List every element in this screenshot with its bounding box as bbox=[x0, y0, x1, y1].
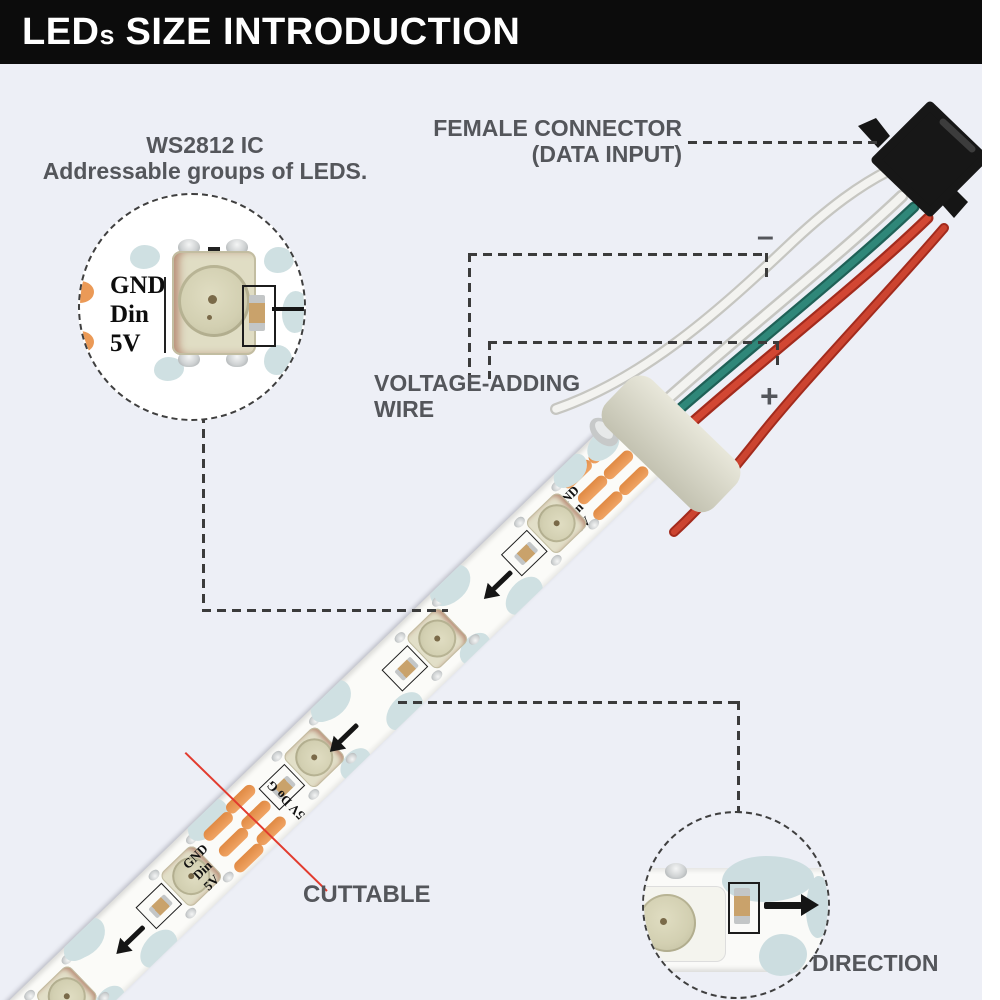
leader-female-connector bbox=[688, 141, 878, 144]
ws2812-line2: Addressable groups of LEDS. bbox=[42, 157, 368, 184]
white-wire-core bbox=[658, 192, 906, 408]
connector-highlight bbox=[939, 118, 976, 153]
solder-tip-highlight bbox=[595, 421, 613, 439]
voltage-wire-line1: VOLTAGE-ADDING bbox=[374, 370, 581, 396]
bracket-plus-wire-right bbox=[776, 341, 779, 365]
bracket-minus-wire-left bbox=[468, 253, 471, 377]
leader-magnifier-direction-vertical bbox=[737, 701, 740, 813]
strip-blob bbox=[130, 245, 160, 269]
direction-arrow-icon bbox=[764, 894, 819, 916]
capacitor bbox=[734, 888, 750, 924]
component-outline bbox=[728, 882, 760, 934]
capacitor bbox=[249, 295, 265, 331]
solder-dome bbox=[178, 351, 200, 367]
solder-pad bbox=[80, 231, 94, 253]
voltage-wire-annotation: VOLTAGE-ADDING WIRE bbox=[374, 370, 581, 423]
strip-section bbox=[644, 856, 828, 976]
leader-magnifier-direction-horizontal bbox=[398, 701, 739, 704]
strip-blob bbox=[759, 934, 807, 976]
pointer-line bbox=[272, 307, 304, 311]
solder-pad bbox=[80, 331, 94, 353]
leader-magnifier-led-horizontal bbox=[202, 609, 448, 612]
female-connector-annotation: FEMALE CONNECTOR (DATA INPUT) bbox=[420, 115, 682, 168]
magnifier-led-closeup: GND Din 5V bbox=[78, 193, 306, 421]
connector-wing-top bbox=[858, 118, 890, 148]
bracket-minus-wire-top bbox=[468, 253, 767, 256]
magnifier-direction-closeup bbox=[642, 811, 830, 999]
cuttable-annotation: CUTTABLE bbox=[303, 881, 431, 908]
heat-shrink-sleeve bbox=[601, 375, 741, 513]
led-die-dot bbox=[208, 295, 217, 304]
strip-blob bbox=[264, 345, 292, 375]
direction-annotation: DIRECTION bbox=[812, 950, 939, 976]
solder-dome bbox=[226, 351, 248, 367]
led-chip bbox=[644, 886, 726, 962]
plus-symbol: + bbox=[760, 378, 779, 414]
component-outline bbox=[242, 285, 276, 347]
voltage-wire-line2: WIRE bbox=[374, 395, 435, 422]
led-die-dot bbox=[660, 918, 667, 925]
led-lens bbox=[644, 894, 696, 952]
leader-magnifier-led-vertical bbox=[202, 414, 205, 611]
female-connector-line2: (DATA INPUT) bbox=[531, 140, 682, 167]
bracket-plus-wire-top bbox=[488, 341, 778, 344]
solder-dome bbox=[665, 863, 687, 879]
minus-symbol: – bbox=[757, 220, 774, 253]
green-data-wire-core bbox=[670, 203, 918, 418]
ws2812-line1: WS2812 IC bbox=[146, 132, 264, 158]
page-title-sub: s bbox=[99, 19, 115, 50]
red-wire-core bbox=[684, 214, 932, 430]
solder-pad bbox=[80, 281, 94, 303]
page-title-prefix: LED bbox=[22, 10, 100, 53]
right-white-gutter bbox=[982, 0, 1000, 1000]
jst-connector-body bbox=[871, 101, 989, 217]
led-lens bbox=[178, 265, 250, 337]
female-connector-line1: FEMALE CONNECTOR bbox=[433, 115, 682, 141]
pin-labels: GND Din 5V bbox=[110, 272, 166, 357]
led-die-dot bbox=[207, 315, 212, 320]
cut-mark-line bbox=[164, 277, 166, 353]
ws2812-annotation: WS2812 IC Addressable groups of LEDS. bbox=[40, 132, 370, 185]
strip-blob bbox=[282, 291, 304, 333]
bracket-minus-wire-right bbox=[765, 253, 768, 281]
polarity-tick bbox=[208, 247, 220, 251]
page-title-rest: SIZE INTRODUCTION bbox=[125, 10, 521, 53]
bracket-plus-wire-left bbox=[488, 341, 491, 379]
strip-blob bbox=[264, 247, 294, 273]
